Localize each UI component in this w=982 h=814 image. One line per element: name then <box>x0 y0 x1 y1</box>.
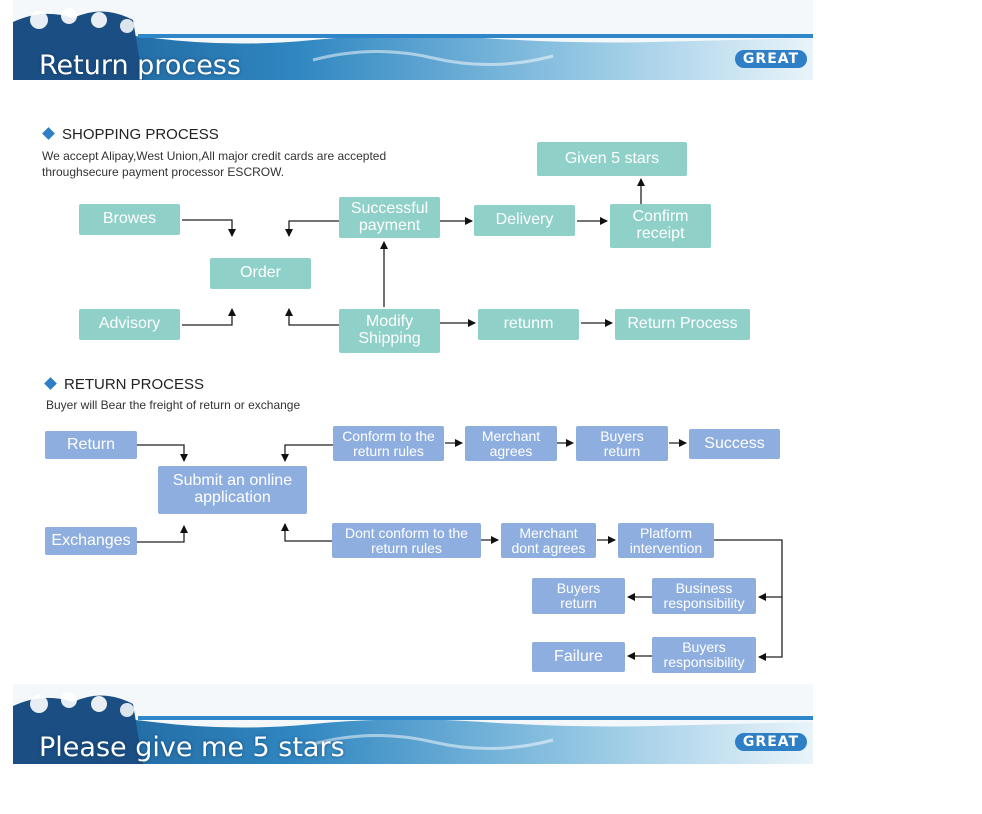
node-label-line: return rules <box>353 442 424 459</box>
node-label-line: dont agrees <box>511 539 586 556</box>
shopping-desc-line2: throughsecure payment processor ESCROW. <box>42 165 285 179</box>
arrow-modify-order <box>285 308 339 326</box>
node-given-5-stars: Given 5 stars <box>537 142 687 176</box>
node-label-line: Submit an online <box>172 472 293 490</box>
node-label-line: Dont conform to the <box>345 524 468 541</box>
top-banner-title: Return process <box>39 50 241 80</box>
node-label-line: return rules <box>371 539 442 556</box>
diamond-bullet-icon <box>42 127 55 140</box>
node-label-line: responsibility <box>663 595 745 611</box>
node-label-line: Business <box>675 580 733 597</box>
arrow-exchanges-submit <box>137 525 188 543</box>
node-success: Success <box>689 429 780 459</box>
node-platform-intervention: Platform intervention <box>618 523 714 558</box>
node-delivery: Delivery <box>474 205 575 236</box>
node-label-line: Conform to the <box>342 427 435 444</box>
arrow-conform-submit <box>281 444 333 462</box>
node-return-process: Return Process <box>615 309 750 340</box>
node-label-line: Successful <box>350 199 429 217</box>
node-buyers-return-bottom: Buyers return <box>532 578 625 614</box>
node-label-line: receipt <box>636 225 685 242</box>
node-dont-conform-rules: Dont conform to the return rules <box>332 523 481 558</box>
return-description: Buyer will Bear the freight of return or… <box>46 398 301 412</box>
node-merchant-agrees: Merchant agrees <box>465 426 557 461</box>
node-buyers-responsibility: Buyers responsibility <box>652 637 756 673</box>
node-merchant-dont-agrees: Merchant dont agrees <box>501 523 596 558</box>
node-modify-shipping: Modify Shipping <box>339 309 440 353</box>
node-label-line: Buyers <box>556 580 601 597</box>
node-label-line: return <box>603 442 641 459</box>
arrow-browes-order <box>182 219 236 237</box>
node-label-line: application <box>194 489 271 506</box>
node-conform-rules: Conform to the return rules <box>333 426 444 461</box>
bottom-banner-title: Please give me 5 stars <box>39 732 345 763</box>
top-banner: Return process GREAT <box>13 0 813 80</box>
node-label-line: Merchant <box>481 427 541 444</box>
node-order: Order <box>210 258 311 289</box>
node-return: Return <box>45 431 137 459</box>
great-badge: GREAT <box>735 50 807 68</box>
arrow-return-submit <box>137 444 188 462</box>
node-label-line: agrees <box>489 442 533 459</box>
node-label-line: Modify <box>365 313 414 331</box>
node-label-line: Platform <box>639 524 693 541</box>
node-label-line: Buyers <box>682 639 726 656</box>
node-label-line: Merchant <box>519 524 578 541</box>
shopping-process-heading: SHOPPING PROCESS <box>42 126 219 143</box>
node-label-line: return <box>560 595 597 611</box>
node-business-responsibility: Business responsibility <box>652 578 756 614</box>
node-label-line: payment <box>358 216 421 234</box>
return-process-heading: RETURN PROCESS <box>44 376 205 393</box>
return-heading-text: RETURN PROCESS <box>64 376 205 393</box>
node-label-line: Confirm <box>632 208 689 226</box>
shopping-heading-text: SHOPPING PROCESS <box>62 126 219 143</box>
wave-banner-art <box>13 684 813 764</box>
shopping-description: We accept Alipay,West Union,All major cr… <box>42 148 386 180</box>
node-submit-application: Submit an online application <box>158 466 307 514</box>
node-label-line: Shipping <box>358 330 421 347</box>
great-badge: GREAT <box>735 733 807 751</box>
node-advisory: Advisory <box>79 309 180 340</box>
node-browes: Browes <box>79 204 180 235</box>
shopping-desc-line1: We accept Alipay,West Union,All major cr… <box>42 149 387 163</box>
node-successful-payment: Successful payment <box>339 197 440 238</box>
node-label-line: intervention <box>629 539 703 556</box>
node-exchanges: Exchanges <box>45 527 137 555</box>
node-confirm-receipt: Confirm receipt <box>610 204 711 248</box>
arrow-dontconform-submit <box>281 523 332 542</box>
node-failure: Failure <box>532 642 625 672</box>
wave-banner-art <box>13 0 813 80</box>
arrow-payment-order <box>285 220 339 237</box>
node-label-line: Buyers <box>600 427 644 444</box>
diamond-bullet-icon <box>44 377 57 390</box>
arrow-advisory-order <box>182 308 236 326</box>
node-label-line: responsibility <box>663 654 745 670</box>
node-returnm: retunm <box>478 309 579 340</box>
node-buyers-return-top: Buyers return <box>576 426 668 461</box>
bottom-banner: Please give me 5 stars GREAT <box>13 684 813 764</box>
